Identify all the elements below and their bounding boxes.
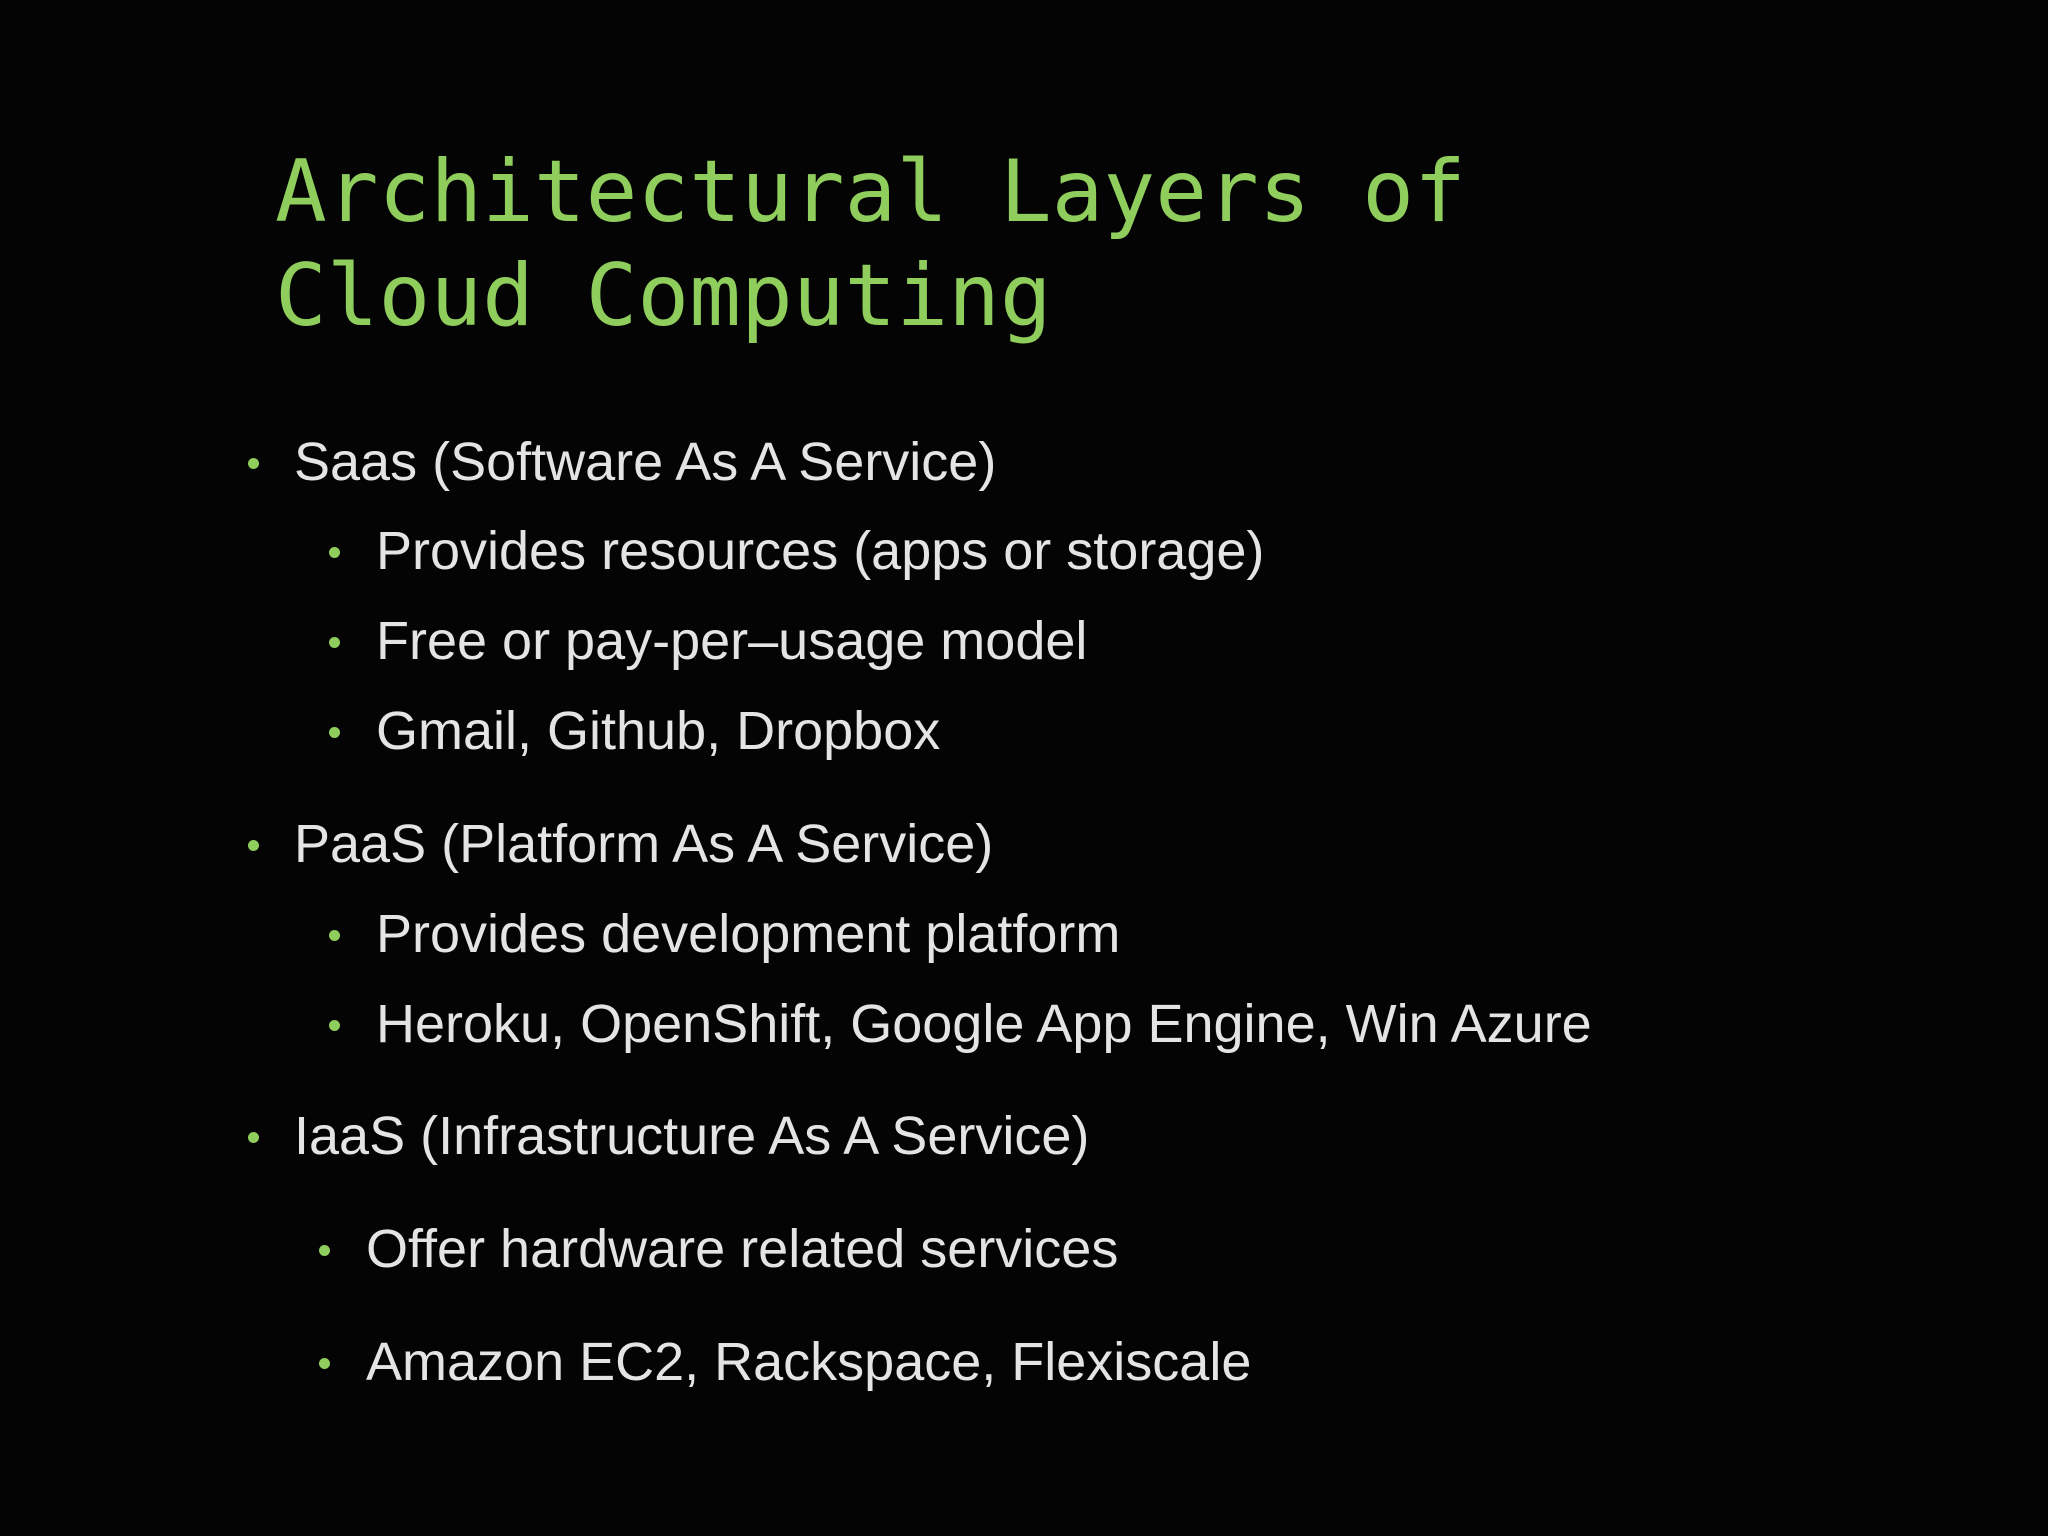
list-item: Free or pay-per–usage model [376, 611, 1088, 671]
list-item: Heroku, OpenShift, Google App Engine, Wi… [376, 994, 1592, 1054]
bullet-icon [329, 637, 340, 648]
bullet-icon [248, 458, 259, 469]
list-item: Gmail, Github, Dropbox [376, 701, 941, 761]
list-item: Amazon EC2, Rackspace, Flexiscale [366, 1332, 1252, 1392]
section-heading-iaas: IaaS (Infrastructure As A Service) [294, 1106, 1090, 1166]
bullet-icon [248, 840, 259, 851]
bullet-icon [248, 1132, 259, 1143]
list-item: Provides development platform [376, 904, 1121, 964]
bullet-icon [329, 727, 340, 738]
list-item: Provides resources (apps or storage) [376, 521, 1265, 581]
bullet-icon [329, 547, 340, 558]
list-item: Offer hardware related services [366, 1219, 1119, 1279]
slide-title-line-2: Cloud Computing [275, 246, 1052, 346]
bullet-icon [319, 1358, 330, 1369]
slide-title: Architectural Layers of Cloud Computing [275, 140, 1466, 348]
section-heading-paas: PaaS (Platform As A Service) [294, 814, 994, 874]
bullet-icon [319, 1245, 330, 1256]
section-heading-saas: Saas (Software As A Service) [294, 432, 997, 492]
slide-title-line-1: Architectural Layers of [275, 142, 1466, 242]
bullet-icon [329, 930, 340, 941]
bullet-icon [329, 1020, 340, 1031]
